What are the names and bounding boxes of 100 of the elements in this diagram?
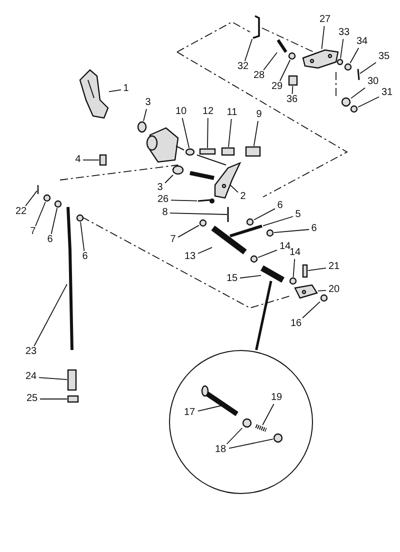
callout-number: 15 bbox=[226, 274, 238, 284]
leader-line bbox=[40, 398, 68, 400]
callout-number: 5 bbox=[295, 210, 301, 220]
leader-line bbox=[228, 118, 232, 148]
leader-line bbox=[292, 86, 294, 94]
leader-line bbox=[263, 52, 278, 70]
callout-number: 1 bbox=[123, 84, 129, 94]
washer-drawing bbox=[43, 194, 51, 202]
callout-number: 30 bbox=[367, 77, 379, 87]
bushing-drawing bbox=[341, 97, 351, 107]
leader-line bbox=[254, 208, 276, 220]
washer-drawing bbox=[288, 52, 296, 60]
washer-drawing bbox=[242, 418, 252, 428]
lever-drawing bbox=[294, 284, 318, 299]
callout-number: 21 bbox=[328, 262, 340, 272]
bracket-drawing bbox=[302, 49, 339, 69]
leader-line bbox=[226, 428, 243, 444]
leader-line bbox=[38, 377, 68, 380]
callout-number: 22 bbox=[15, 207, 27, 217]
callout-number: 19 bbox=[270, 392, 282, 402]
callout-number: 36 bbox=[286, 95, 298, 105]
callout-number: 2 bbox=[240, 192, 246, 202]
bolt-drawing bbox=[99, 154, 107, 166]
leader-line bbox=[308, 268, 326, 272]
bolt-drawing bbox=[288, 75, 298, 86]
leader-line bbox=[108, 89, 122, 92]
callout-number: 4 bbox=[75, 155, 81, 165]
callout-number: 9 bbox=[256, 110, 262, 120]
leader-line bbox=[178, 224, 200, 238]
leader-line bbox=[360, 62, 376, 74]
callout-number: 23 bbox=[25, 347, 37, 357]
leader-line bbox=[258, 250, 278, 258]
leader-line bbox=[80, 222, 85, 252]
callout-number: 17 bbox=[184, 408, 196, 418]
leader-line bbox=[253, 120, 258, 146]
leader-line bbox=[143, 108, 147, 122]
leader-line bbox=[34, 284, 68, 346]
callout-number: 16 bbox=[290, 319, 302, 329]
callout-number: 12 bbox=[202, 107, 214, 117]
leader-line bbox=[228, 438, 274, 449]
leader-line bbox=[198, 246, 212, 254]
leader-line bbox=[292, 258, 296, 278]
callout-number: 18 bbox=[214, 444, 226, 454]
rod-drawing bbox=[230, 224, 262, 238]
spring-drawing bbox=[199, 148, 216, 155]
washer-drawing bbox=[266, 229, 274, 237]
callout-number: 33 bbox=[338, 28, 350, 38]
washer-drawing bbox=[54, 200, 62, 208]
leader-line bbox=[50, 208, 58, 234]
leader-line bbox=[262, 216, 294, 226]
leader-line bbox=[182, 118, 190, 148]
pin-drawing bbox=[276, 39, 288, 53]
callout-number: 35 bbox=[378, 52, 390, 62]
callout-number: 20 bbox=[328, 285, 340, 295]
callout-number: 3 bbox=[145, 98, 151, 108]
callout-number: 6 bbox=[277, 201, 283, 211]
leader-line bbox=[318, 290, 326, 292]
leader-line bbox=[302, 301, 320, 318]
nut-drawing bbox=[320, 294, 328, 302]
callout-number: 6 bbox=[82, 252, 88, 262]
sleeve-drawing bbox=[260, 265, 284, 283]
callout-number: 10 bbox=[175, 107, 187, 117]
nut-drawing bbox=[350, 105, 358, 113]
leader-line bbox=[340, 38, 344, 59]
detail-circle bbox=[169, 350, 313, 494]
ball-drawing bbox=[185, 148, 195, 156]
leader-line bbox=[25, 190, 38, 206]
washer-drawing bbox=[172, 165, 184, 175]
leader-line bbox=[240, 274, 262, 278]
leader-line bbox=[350, 48, 360, 64]
callout-number: 14 bbox=[279, 242, 291, 252]
leader-line bbox=[262, 404, 274, 426]
callout-number: 6 bbox=[311, 224, 317, 234]
leader-line bbox=[274, 229, 310, 234]
pin-drawing bbox=[302, 264, 308, 278]
callout-number: 6 bbox=[47, 235, 53, 245]
callout-number: 7 bbox=[30, 227, 36, 237]
nut-drawing bbox=[67, 395, 79, 403]
nut-drawing bbox=[221, 147, 235, 156]
callout-number: 14 bbox=[289, 248, 301, 258]
callout-number: 11 bbox=[226, 108, 238, 118]
pin-drawing bbox=[357, 68, 360, 80]
callout-number: 7 bbox=[170, 235, 176, 245]
leader-line bbox=[321, 26, 325, 50]
washer-drawing bbox=[199, 219, 207, 227]
leader-line bbox=[207, 118, 208, 148]
leader-line bbox=[279, 60, 291, 82]
washer-drawing bbox=[336, 58, 344, 66]
leader-line bbox=[170, 200, 198, 202]
nut-drawing bbox=[272, 432, 282, 442]
washer-drawing bbox=[76, 214, 84, 222]
leader-line bbox=[350, 87, 366, 99]
shaft-drawing bbox=[200, 384, 238, 416]
leader-line bbox=[170, 212, 228, 215]
nut-drawing bbox=[344, 63, 352, 71]
callout-number: 32 bbox=[237, 62, 249, 72]
pin-drawing bbox=[198, 198, 214, 204]
washer-drawing bbox=[289, 277, 297, 285]
leader-line bbox=[35, 202, 46, 226]
connector-drawing bbox=[245, 146, 261, 157]
